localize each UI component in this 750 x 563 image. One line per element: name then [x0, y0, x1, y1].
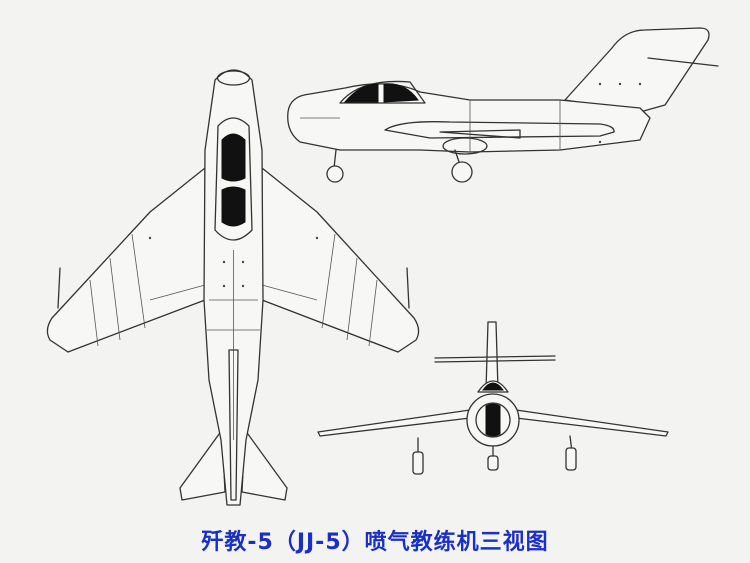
top-view-canopy-frame — [214, 117, 253, 241]
side-view-canopy-rear — [383, 83, 419, 103]
top-view-intake-icon — [216, 70, 251, 86]
side-view-drop-tank — [442, 137, 488, 155]
side-view-flap — [439, 129, 521, 139]
top-view-left-stabilizer — [179, 429, 226, 501]
front-view-left-main-wheel-icon — [412, 451, 424, 475]
side-view-tailplane — [647, 57, 719, 67]
top-view-fin — [228, 349, 239, 501]
side-view-vertical-tail — [564, 27, 710, 113]
three-view-drawing — [46, 27, 719, 506]
front-view — [317, 321, 669, 475]
top-view-left-wing — [46, 167, 206, 353]
side-view-wing — [384, 121, 615, 139]
top-view-canopy-rear — [221, 186, 246, 227]
front-view-intake-icon — [475, 402, 511, 438]
front-view-right-wing — [515, 409, 669, 437]
side-view — [287, 27, 719, 183]
drawing-caption: 歼教-5（JJ-5）喷气教练机三视图 — [201, 530, 549, 555]
side-view-rivets — [598, 82, 642, 144]
front-view-canopy — [482, 382, 504, 391]
top-view-right-wing — [261, 167, 420, 353]
top-view-rivets — [148, 236, 319, 288]
front-view-tailplane — [434, 355, 556, 359]
front-view-nose-wheel-icon — [487, 455, 499, 471]
side-view-canopy-front — [343, 83, 379, 103]
top-view — [46, 69, 420, 506]
top-view-right-stabilizer — [241, 429, 288, 501]
top-view-wing-details — [57, 233, 410, 347]
side-view-main-wheel-icon — [451, 161, 473, 183]
front-view-right-main-wheel-icon — [565, 447, 577, 471]
front-view-fin — [485, 321, 499, 391]
top-view-canopy-front — [221, 133, 246, 182]
side-view-canopy-frame — [339, 80, 426, 104]
side-view-nose-wheel-icon — [326, 165, 344, 183]
front-view-intake-splitter — [485, 403, 501, 437]
front-view-left-wing — [317, 409, 471, 437]
